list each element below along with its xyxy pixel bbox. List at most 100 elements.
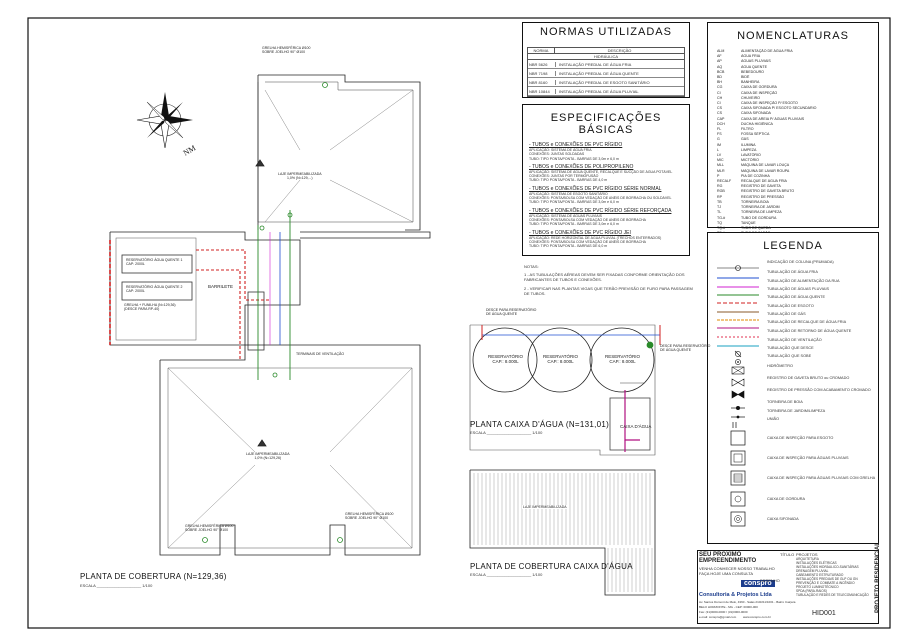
legenda-text: HIDRÔMETRO	[767, 364, 793, 368]
cobertura-caixa-plan-drawing	[469, 469, 656, 596]
tb-empreendimento: SEU PRÓXIMO EMPREENDIMENTO	[699, 552, 757, 564]
desce-1: DESCE PARA RESERVATÓRIO	[486, 308, 537, 312]
legenda-text: REGISTRO DE GAVETA BRUTO ou CROMADO	[767, 376, 850, 380]
legenda-row: TUBULAÇÃO DE RECALQUE DE ÁGUA FRIA	[711, 319, 875, 329]
tb-disciplina: SPDA (PARA-RAIOS)	[796, 589, 827, 593]
spec-line: APLICAÇÃO: REDE HORIZONTAL DE ÁGUA PLUVI…	[529, 235, 662, 240]
nomenclatura-code: CAP	[717, 116, 725, 121]
legenda-symbol-icon	[715, 429, 757, 446]
spec-line: APLICAÇÃO: SISTEMA DE ÁGUA QUENTE, RECAL…	[529, 169, 673, 174]
legenda-text: TUBULAÇÃO DE ÁGUA QUENTE	[767, 295, 826, 299]
legenda-text: REGISTRO DE PRESSÃO COM ACABAMENTO CROMA…	[767, 388, 871, 392]
normas-section: HIDRÁULICA	[528, 54, 684, 60]
nomenclatura-code: TQ-#	[717, 225, 726, 230]
res-2-text: RESERVATÓRIO ÁGUA QUENTE 2	[126, 285, 183, 289]
legenda-text: CAIXA DE INSPEÇÃO PARA ÁGUAS PLUVIAIS CO…	[767, 476, 876, 480]
laje-top-text-2: 1,0% (N=129,...)	[286, 176, 313, 180]
tb-disciplina: DRENAGEM PLUVIAL	[796, 569, 829, 573]
legenda-row: TUBULAÇÃO QUE SOBE	[711, 353, 875, 365]
north-arrow-icon	[136, 92, 193, 149]
desce-2: DE ÁGUA QUENTE	[486, 312, 518, 316]
legenda-text: CAIXA DE GORDURA	[767, 497, 805, 501]
legenda-panel: LEGENDA INDICAÇÃO DE COLUNA (PRUMADA)TUB…	[707, 232, 879, 544]
res-a-cap: CAP.: 8.000L	[492, 359, 519, 364]
legenda-text: TUBULAÇÃO DE ALIMENTAÇÃO DA RUA	[767, 279, 840, 283]
main-roof-plan-drawing	[109, 74, 431, 556]
legenda-symbol-icon	[715, 269, 759, 279]
nomenclatura-code: CH	[717, 95, 723, 100]
legenda-symbol-icon	[715, 286, 759, 296]
tb-disciplina: CABEAMENTO ESTRUTURADO	[796, 573, 844, 577]
spec-line: TUBO: TIPO PONTA/PONTA - BARRAS DE 3,0m …	[529, 156, 619, 161]
nomenclatura-code: L	[717, 147, 719, 152]
nomenclatura-desc: ÁGUAS PLUVIAIS	[741, 59, 771, 64]
spec-line: TUBO: TIPO PONTA/PONTA - BARRAS DE 3,0m …	[529, 200, 619, 205]
legenda-row: CAIXA DE INSPEÇÃO PARA ÁGUAS PLUVIAIS	[711, 449, 875, 467]
legenda-text: UNIÃO	[767, 417, 780, 421]
legenda-row: TUBULAÇÃO DE RETORNO DE ÁGUA QUENTE	[711, 328, 875, 338]
grelha-br-text: GRELHA HEMISFÉRICA Ø100	[345, 512, 394, 516]
nomenclatura-desc: CAIXA SIFONADA P/ ESGOTO SECUNDÁRIO	[741, 106, 817, 111]
legenda-row: TUBULAÇÃO DE VENTILAÇÃO	[711, 337, 875, 347]
nomenclatura-code: TG-#	[717, 215, 726, 220]
nomenclatura-desc: ILUMINA	[741, 142, 756, 147]
nomenclatura-desc: CAIXA DE GORDURA	[741, 85, 777, 90]
laje-bot-text: LAJE IMPERMEABILIZADA	[246, 452, 290, 456]
legenda-symbol-icon	[715, 399, 757, 410]
legenda-text: TUBULAÇÃO QUE SOBE	[767, 354, 812, 358]
nomenclatura-desc: RECALQUE DE ÁGUA FRIA	[741, 179, 787, 184]
tb-company: Consultoria & Projetos Ltda	[699, 592, 772, 598]
nomenclatura-desc: BANHEIRA	[741, 80, 760, 85]
legenda-symbol-icon	[715, 278, 759, 288]
nomenclatura-code: CG	[717, 85, 723, 90]
legenda-text: TUBULAÇÃO DE GÁS	[767, 312, 806, 316]
tb-disciplina: ARQUITETURA	[796, 557, 819, 561]
nomenclatura-desc: MÁQUINA DE LAVAR LOUÇA	[741, 163, 790, 168]
nomenclatura-code: BCB	[717, 69, 725, 74]
legenda-text: CAIXA DE INSPEÇÃO PARA ESGOTO	[767, 436, 834, 440]
tb-site: www.conspro.com.br	[743, 615, 771, 619]
notas-block: NOTAS: 1 - AS TUBULAÇÕES AÉREAS DEVEM SE…	[524, 264, 694, 296]
nomenclatura-desc: DUCHA HIGIÊNICA	[741, 121, 773, 126]
normas-title: NORMAS UTILIZADAS	[540, 26, 672, 38]
legenda-rows: INDICAÇÃO DE COLUNA (PRUMADA)TUBULAÇÃO D…	[708, 259, 878, 543]
title-block	[697, 550, 879, 624]
nomenclatura-code: TJ	[717, 205, 721, 210]
nomenclatura-code: FL	[717, 127, 722, 132]
legenda-title: LEGENDA	[763, 240, 823, 252]
legenda-row: CAIXA SIFONADA	[711, 510, 875, 528]
nomenclatura-code: RGB	[717, 189, 725, 194]
grelha-mid-text: GRELHA + FUNILHA (N=129,36)	[124, 303, 176, 307]
legenda-symbol-icon	[715, 510, 757, 527]
grelha-top-text-2: SOBRE JOELHO 90° Ø100	[262, 50, 306, 54]
nomenclatura-code: CI	[717, 101, 721, 106]
legenda-symbol-icon	[715, 490, 757, 507]
legenda-row: REGISTRO DE PRESSÃO COM ACABAMENTO CROMA…	[711, 387, 875, 399]
grelha-bl-text: GRELHA HEMISFÉRICA Ø100	[185, 524, 234, 528]
spec-line: CONEXÕES: JUNTAS SOLDADAS	[529, 152, 585, 157]
legenda-symbol-icon	[715, 416, 757, 428]
normas-col-descricao: DESCRIÇÃO	[607, 48, 632, 53]
normas-row-desc: INSTALAÇÃO PREDIAL DE ÁGUA QUENTE	[559, 70, 639, 76]
legenda-symbol-icon	[715, 363, 757, 375]
nomenclatura-desc: TUBO DE GORDURA	[741, 215, 777, 220]
spec-line: CONEXÕES: JUNTAS POR TERMOFUSÃO	[529, 174, 599, 179]
nomenclatura-desc: TUBO DE QUEDA	[741, 225, 771, 230]
nomenclaturas-title: NOMENCLATURAS	[737, 30, 849, 42]
nomenclatura-code: RP	[717, 194, 722, 199]
